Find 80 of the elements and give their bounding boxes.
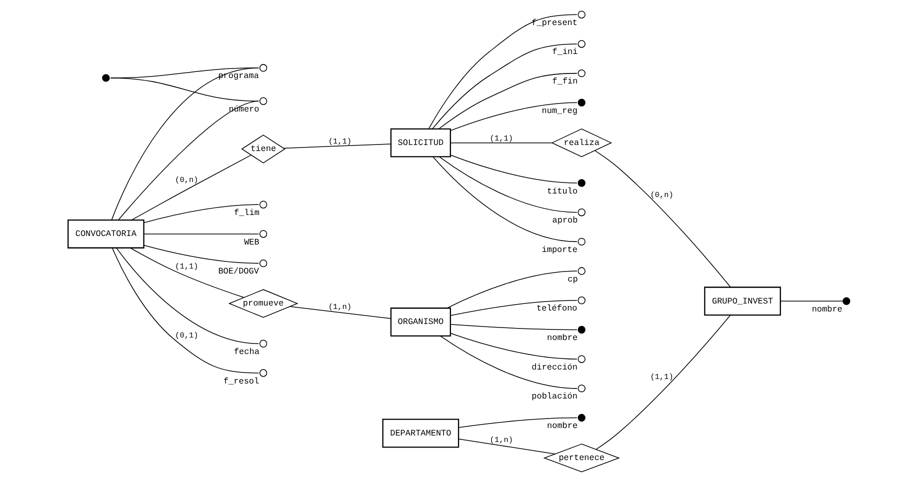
connector — [131, 154, 252, 220]
node-diamond: realiza — [551, 128, 612, 158]
node-circle — [259, 64, 268, 72]
connector — [450, 324, 578, 330]
connector — [143, 204, 260, 224]
node-label: nombre — [812, 304, 842, 314]
connector — [780, 300, 844, 302]
connector — [458, 417, 578, 428]
node-dot — [578, 326, 586, 334]
node-label: teléfono — [536, 304, 578, 314]
connector — [432, 156, 578, 242]
node-diamond: pertenece — [543, 444, 620, 472]
node-label: WEB — [244, 237, 260, 248]
connector — [458, 438, 556, 454]
node-label: importe — [542, 244, 578, 255]
node-dot — [578, 179, 586, 187]
node-circle — [578, 296, 586, 304]
node-diamond: tiene — [241, 134, 286, 164]
node-circle — [259, 259, 268, 268]
node-box: CONVOCATORIA — [68, 219, 144, 248]
node-label: f_fin — [552, 76, 578, 87]
connector — [440, 336, 578, 389]
node-label: fecha — [234, 346, 260, 357]
node-dot — [578, 414, 586, 422]
node-circle — [578, 267, 586, 275]
node-label: num_reg — [542, 106, 578, 116]
connector — [116, 248, 260, 344]
node-circle — [578, 10, 586, 18]
connector — [450, 300, 578, 316]
node-dot — [578, 98, 586, 107]
node-label: dirección — [532, 362, 578, 372]
connector — [110, 78, 260, 102]
node-box: SOLICITUD — [390, 128, 451, 158]
connector — [283, 144, 392, 149]
node-box: DEPARTAMENTO — [382, 418, 460, 448]
node-circle — [259, 200, 268, 208]
node-box: ORGANISMO — [390, 308, 451, 336]
connector — [130, 247, 244, 298]
node-circle — [259, 340, 268, 348]
node-circle — [259, 97, 268, 105]
connector — [446, 270, 578, 308]
node-label: f_resol — [223, 376, 260, 386]
node-circle — [259, 369, 268, 377]
connector — [450, 142, 552, 144]
node-circle — [578, 355, 586, 363]
connector — [428, 14, 578, 130]
node-label: población — [532, 392, 578, 402]
node-circle — [578, 238, 586, 246]
node-label: aprob — [552, 216, 578, 226]
node-label: f_ini — [552, 47, 578, 58]
node-label: título — [547, 186, 578, 196]
node-circle — [259, 230, 268, 238]
node-label: nombre — [547, 421, 578, 432]
connector — [438, 72, 578, 130]
node-diamond: promueve — [228, 289, 298, 318]
connector — [111, 68, 260, 220]
node-dot — [102, 74, 110, 82]
connector — [143, 244, 260, 264]
connector — [439, 156, 578, 213]
node-circle — [578, 69, 586, 78]
connector — [450, 154, 578, 184]
node-label: nombre — [547, 333, 578, 344]
connector — [118, 100, 260, 220]
node-circle — [578, 208, 586, 216]
node-label: cp — [568, 274, 578, 284]
connector — [112, 248, 260, 374]
connector — [596, 314, 731, 450]
node-circle — [578, 40, 586, 48]
connector — [594, 150, 732, 288]
node-label: BOE/DOGV — [218, 266, 259, 277]
node-label: f_present — [532, 18, 578, 28]
node-label: programa — [218, 71, 259, 82]
node-label: f_lim — [234, 208, 260, 218]
connector — [450, 332, 578, 360]
connector — [432, 44, 578, 130]
node-box: GRUPO_INVEST — [704, 286, 781, 316]
connector — [289, 306, 392, 319]
node-dot — [842, 297, 850, 306]
node-circle — [578, 384, 586, 392]
connector — [450, 102, 578, 131]
